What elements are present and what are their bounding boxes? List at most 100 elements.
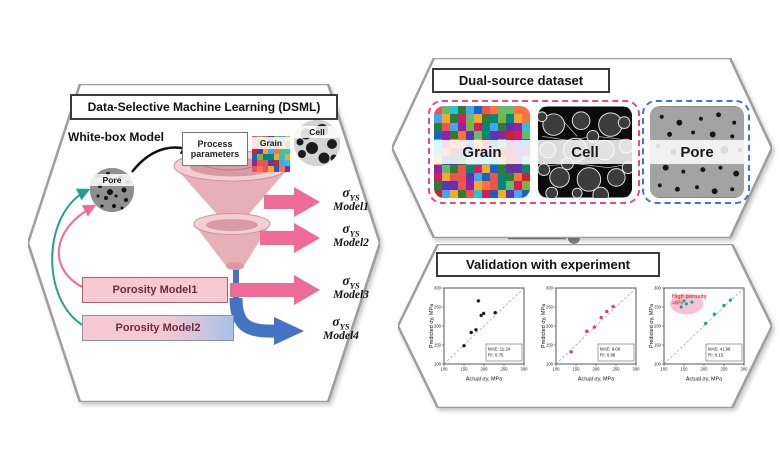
grain-cell [458,122,466,132]
validation-title: Validation with experiment [436,252,660,277]
process-line1: Process [197,138,233,149]
grain-cell [522,181,530,190]
blob [330,154,338,162]
sigma-symbol: σYS [342,273,360,291]
model4-arrow [229,266,304,345]
grain-cell [268,154,274,160]
stats-box [597,343,635,362]
blob [545,186,559,198]
blob [538,111,548,123]
svg-text:200: 200 [481,367,489,372]
process-parameters-box: Process parameters [182,132,248,166]
svg-text:300: 300 [434,286,442,291]
grain-cell [273,148,280,154]
grain-cell [273,166,280,172]
blob [104,196,108,200]
grain-cell [252,148,258,154]
blob [674,186,680,192]
process-line2: parameters [190,149,240,159]
grain-cell [434,189,442,198]
grain-cell [522,122,530,132]
cell-thumbnail-small: Cell [294,120,340,166]
svg-text:150: 150 [681,367,689,372]
blob [296,138,304,146]
grain-cell [273,160,280,166]
y-axis-label: Predicted σy, MPa [649,304,655,348]
grain-cell [482,114,490,123]
grain-label: Grain [434,140,530,164]
blob [124,198,128,202]
blob [549,167,570,188]
svg-text:200: 200 [593,367,601,372]
grain-cell [490,106,498,115]
data-point [584,329,589,334]
grain-cell [514,189,522,198]
data-point [481,311,486,316]
grain-cell [482,106,490,115]
grain-cell [498,181,506,190]
blob [732,120,737,125]
model2-name: Model2 [333,237,369,250]
validation-title-text: Validation with experiment [466,257,630,272]
grain-cell [522,189,530,198]
blob [681,169,686,174]
pore-label-small: Pore [90,174,134,186]
grain-cell [252,166,258,172]
grain-cell [498,172,506,182]
svg-text:150: 150 [434,343,442,348]
sigma-ys-model4-label: σYS Model4 [312,315,370,343]
porosity-model2-box: Porosity Model2 [82,315,234,341]
cell-label-small: Cell [294,126,340,138]
grain-cell [442,122,450,132]
grain-cell [506,114,514,123]
grain-cell [450,164,458,173]
grain-cell [268,166,274,172]
porosity-model2-label: Porosity Model2 [115,322,201,334]
data-point [703,321,708,326]
grain-cell [284,160,290,166]
grain-cell [434,164,442,173]
grain-cell [522,114,530,123]
data-point [599,315,604,320]
grain-cell [268,148,274,154]
grain-cell [442,164,450,173]
grain-cell [257,166,263,172]
blob [120,206,124,210]
blob [711,188,718,195]
grain-cell [458,131,466,140]
grain-cell [506,181,514,190]
pore-group-outline [642,100,750,204]
data-point [592,325,597,330]
blob [107,189,113,195]
grain-cell [279,166,285,172]
blob [100,204,104,208]
grain-cell [434,131,442,140]
grain-cell [262,166,269,172]
grain-cell [482,131,490,140]
y-axis-label: Predicted σy, MPa [541,304,547,348]
grain-cell [442,106,450,115]
svg-text:200: 200 [701,367,709,372]
grain-cell [273,154,280,160]
grain-cell [474,189,482,198]
svg-text:300: 300 [654,286,662,291]
grain-cell [514,164,522,173]
grain-cell [279,148,285,154]
grain-cell [268,160,274,166]
svg-text:300: 300 [633,367,641,372]
grain-cell [262,160,269,166]
grain-cell [522,172,530,182]
blob [607,168,626,187]
grain-cell [506,164,514,173]
grain-cell [434,172,442,182]
sigma-symbol: σYS [342,185,360,203]
grain-cell [482,181,490,190]
model3-name: Model3 [333,289,369,302]
blob [327,139,337,149]
grain-cell [450,181,458,190]
grain-cell [466,172,474,182]
grain-cell [252,154,258,160]
data-point [461,343,467,348]
